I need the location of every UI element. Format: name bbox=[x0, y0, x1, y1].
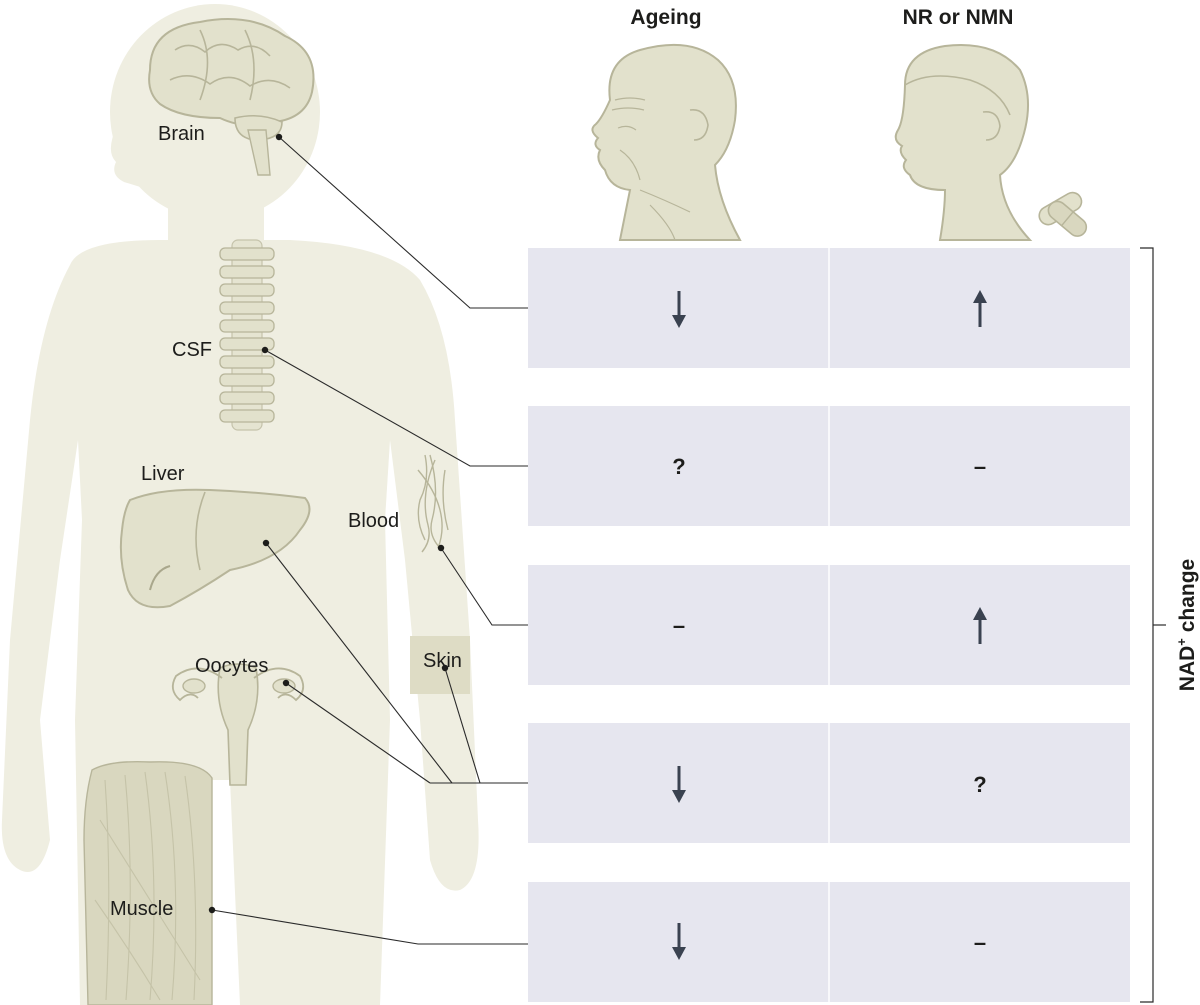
cell-liver-supplement: ? bbox=[973, 772, 986, 797]
muscle-illustration bbox=[83, 760, 213, 1005]
label-skin: Skin bbox=[423, 650, 462, 672]
cell-csf-supplement: – bbox=[974, 454, 986, 479]
liver-illustration bbox=[119, 488, 311, 609]
skin-patch bbox=[410, 636, 470, 694]
arrow-down-icon bbox=[672, 923, 686, 960]
nad-change-bracket bbox=[1140, 247, 1166, 1003]
label-oocytes: Oocytes bbox=[195, 655, 268, 677]
uterus-illustration bbox=[171, 663, 305, 786]
spine-illustration bbox=[219, 239, 275, 431]
young-head-illustration bbox=[894, 44, 1033, 241]
brain-illustration bbox=[148, 18, 315, 176]
nad-change-table bbox=[528, 248, 1130, 1002]
cell-muscle-supplement: – bbox=[974, 930, 986, 955]
label-blood: Blood bbox=[348, 510, 399, 532]
leader-dots bbox=[208, 133, 449, 914]
arrow-up-icon bbox=[973, 290, 987, 327]
column-header-nr-nmn: NR or NMN bbox=[903, 6, 1014, 29]
capsule-pills-icon bbox=[1038, 191, 1088, 237]
cell-csf-ageing: ? bbox=[672, 454, 685, 479]
arrow-down-icon bbox=[672, 291, 686, 328]
aged-head-illustration bbox=[591, 43, 742, 241]
cell-blood-ageing: – bbox=[673, 613, 685, 638]
nad-change-label: NAD+ change bbox=[1174, 559, 1199, 691]
label-liver: Liver bbox=[141, 463, 185, 485]
leader-lines bbox=[211, 136, 528, 945]
label-muscle: Muscle bbox=[110, 898, 173, 920]
label-brain: Brain bbox=[158, 123, 205, 145]
column-header-ageing: Ageing bbox=[630, 6, 701, 29]
arrow-down-icon bbox=[672, 766, 686, 803]
arrow-up-icon bbox=[973, 607, 987, 644]
label-csf: CSF bbox=[172, 339, 212, 361]
blood-vessels-illustration bbox=[417, 454, 449, 553]
